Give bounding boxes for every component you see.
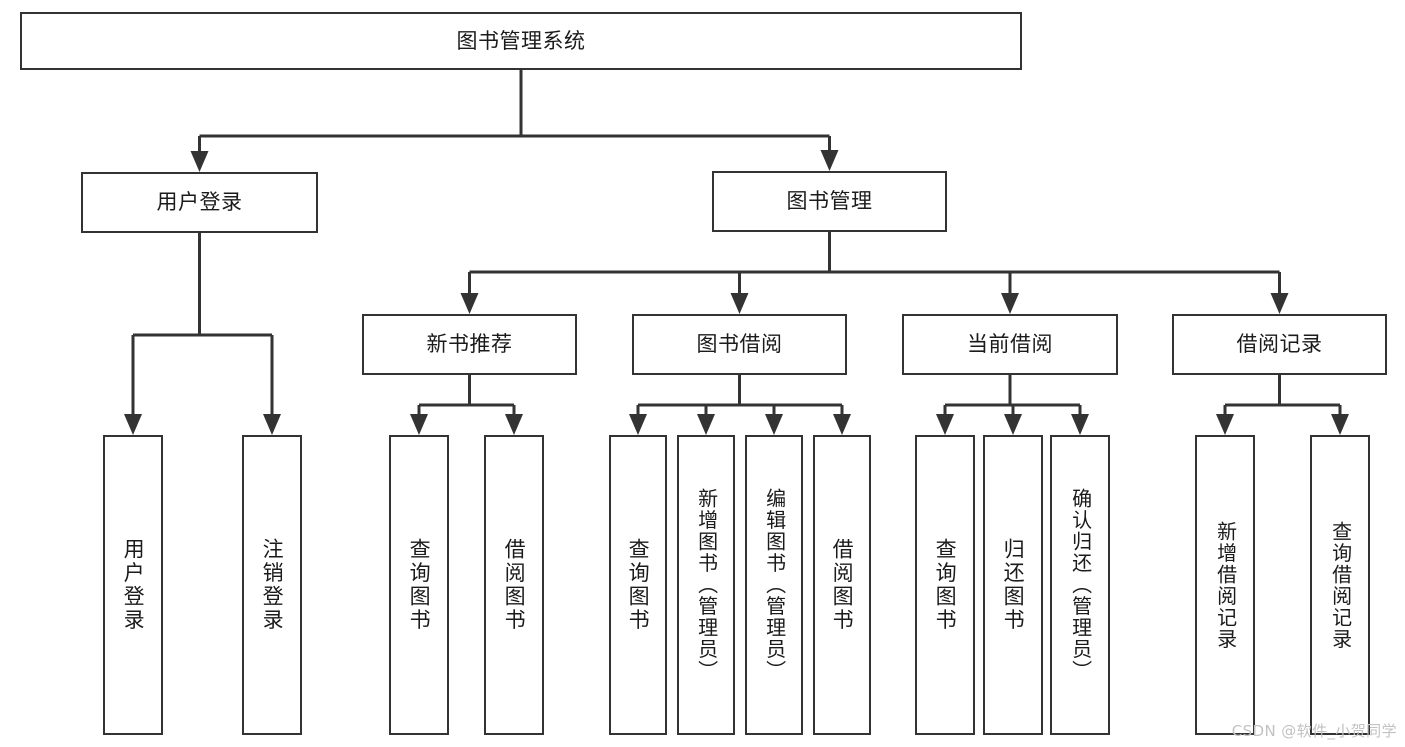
connector-arrowhead [1331,414,1349,435]
node-label: 查询图书 [933,538,958,632]
node-label: 查询图书 [407,538,432,632]
node-current[interactable]: 当前借阅 [902,314,1118,375]
node-label: 借阅图书 [502,538,527,632]
node-label: 确认归还（管理员） [1068,488,1093,682]
connector-arrowhead [730,293,749,314]
node-root[interactable]: 图书管理系统 [20,12,1022,70]
connector-arrowhead [629,414,647,435]
connector-arrowhead [1004,414,1022,435]
node-leaf-borrow-2[interactable]: 新增图书（管理员） [677,435,735,735]
node-leaf-login-2[interactable]: 注销登录 [242,435,302,735]
node-leaf-login-1[interactable]: 用户登录 [103,435,163,735]
connector-arrowhead [697,414,715,435]
node-leaf-new-2[interactable]: 借阅图书 [484,435,544,735]
node-label: 查询图书 [626,538,651,632]
node-leaf-rec-2[interactable]: 查询借阅记录 [1310,435,1370,735]
node-records[interactable]: 借阅记录 [1172,314,1387,375]
connector-arrowhead [820,150,839,171]
connector-arrowhead [410,414,428,435]
connector-arrowhead [1071,414,1089,435]
node-label: 借阅图书 [830,538,855,632]
node-label: 归还图书 [1001,538,1026,632]
node-borrow[interactable]: 图书借阅 [632,314,847,375]
node-label: 当前借阅 [967,332,1053,357]
connector-arrowhead [263,414,281,435]
node-leaf-borrow-4[interactable]: 借阅图书 [813,435,871,735]
node-label: 图书管理 [786,189,873,214]
connector-arrowhead [460,293,479,314]
node-label: 用户登录 [156,190,243,215]
connector-arrowhead [505,414,523,435]
connector-arrowhead [833,414,851,435]
connector-arrowhead [1001,293,1019,314]
node-label: 新书推荐 [426,332,513,357]
node-leaf-new-1[interactable]: 查询图书 [389,435,449,735]
connector-arrowhead [124,414,142,435]
node-label: 编辑图书（管理员） [762,488,787,682]
node-label: 新增借阅记录 [1213,520,1238,650]
connector-arrowhead [1216,414,1234,435]
connector-arrowhead [936,414,954,435]
watermark-label: CSDN @软件_小贺同学 [1231,722,1397,740]
node-newbook[interactable]: 新书推荐 [362,314,577,375]
node-label: 新增图书（管理员） [694,488,719,682]
node-leaf-borrow-1[interactable]: 查询图书 [609,435,667,735]
node-label: 图书借阅 [696,332,783,357]
connector-arrowhead [190,151,209,172]
connector-arrowhead [1270,293,1289,314]
node-label: 借阅记录 [1236,332,1323,357]
node-leaf-cur-3[interactable]: 确认归还（管理员） [1050,435,1110,735]
node-label: 查询借阅记录 [1328,520,1353,650]
node-leaf-cur-2[interactable]: 归还图书 [983,435,1043,735]
node-label: 用户登录 [121,538,146,632]
node-label: 注销登录 [260,538,285,632]
connector-arrowhead [765,414,783,435]
node-label: 图书管理系统 [456,28,586,53]
node-leaf-borrow-3[interactable]: 编辑图书（管理员） [745,435,803,735]
node-leaf-rec-1[interactable]: 新增借阅记录 [1195,435,1255,735]
node-leaf-cur-1[interactable]: 查询图书 [915,435,975,735]
node-bookmgmt[interactable]: 图书管理 [712,171,947,232]
node-login[interactable]: 用户登录 [81,172,318,233]
